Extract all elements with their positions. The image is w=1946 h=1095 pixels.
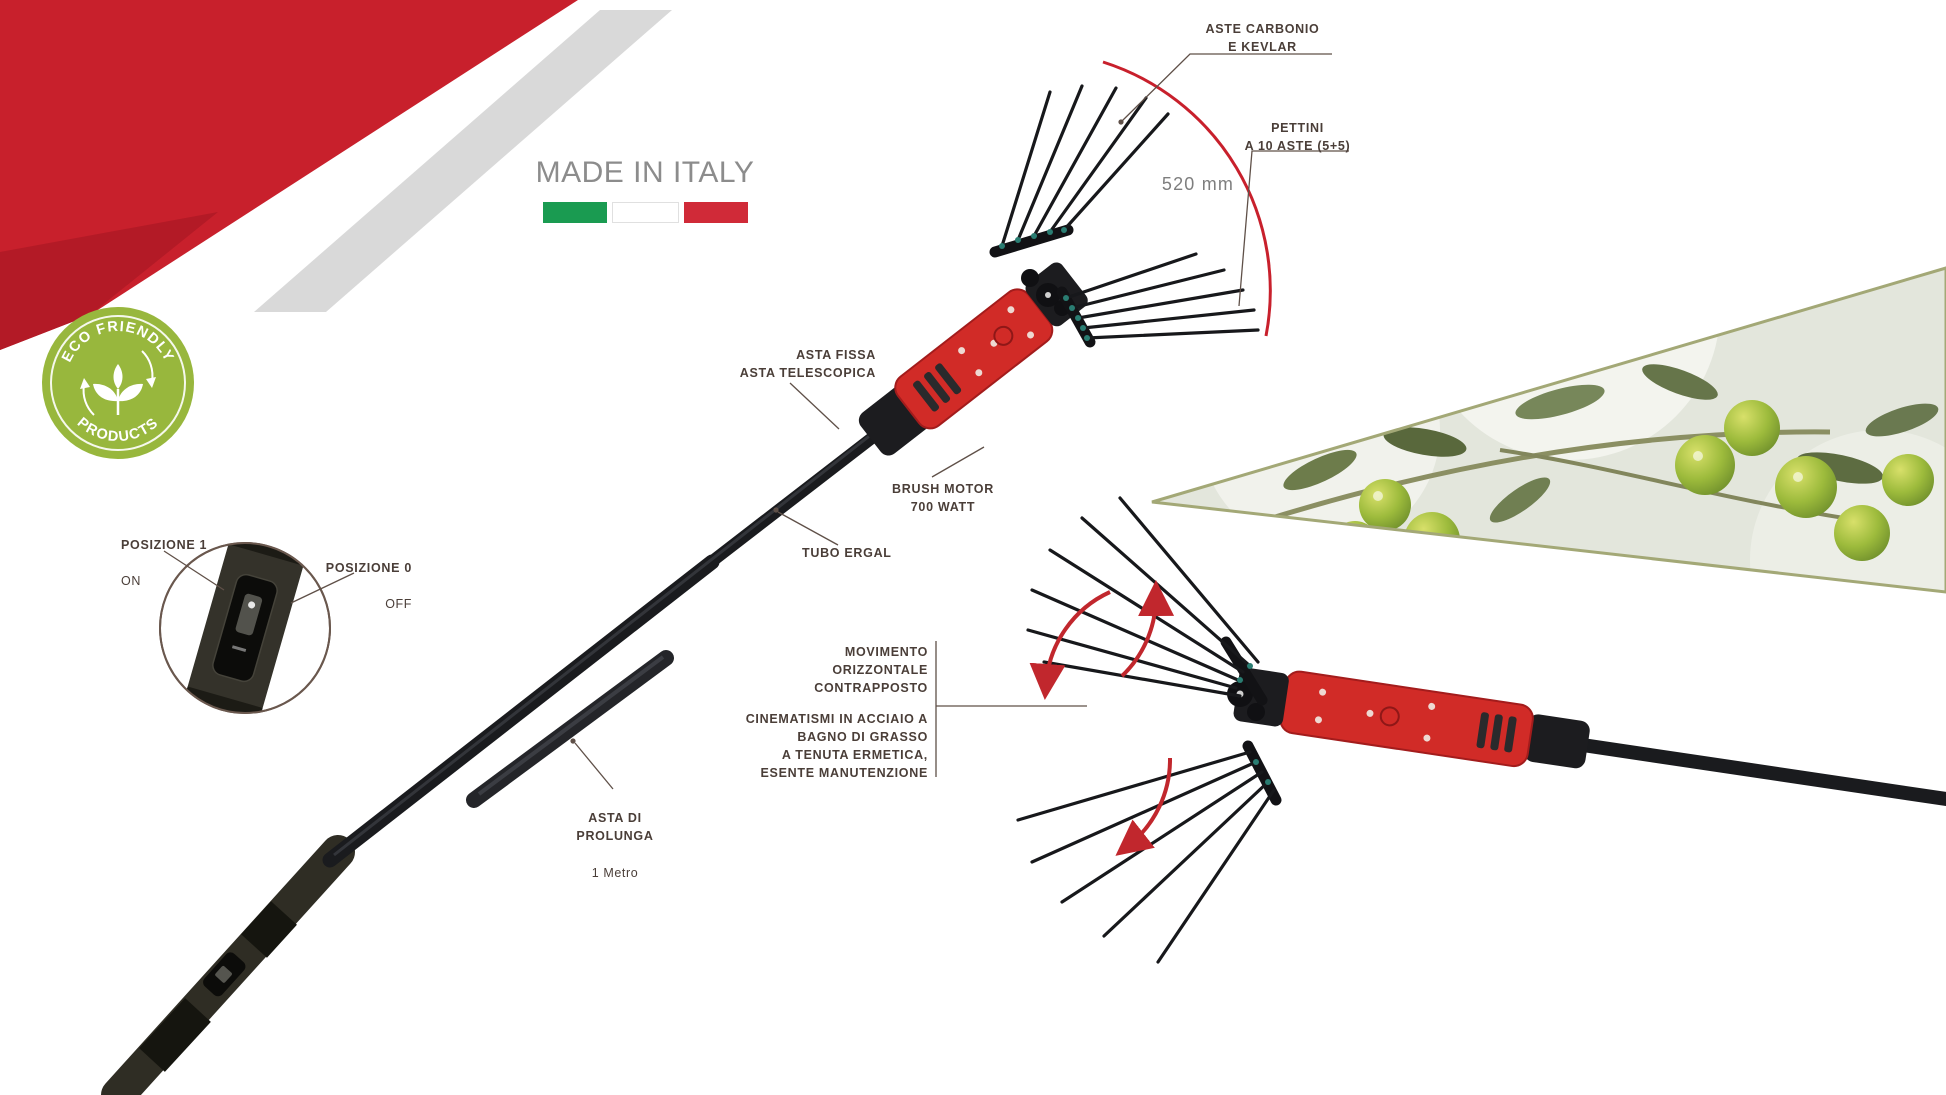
measure-label-520mm: 520 mm <box>1161 174 1235 194</box>
harvester-main-illustration <box>101 60 1272 1095</box>
corner-banner <box>0 0 672 350</box>
callout-asta-prolunga: ASTA DI PROLUNGA 1 Metro <box>550 791 680 900</box>
leader-lines <box>163 53 1349 790</box>
pole-upper-section <box>700 418 896 572</box>
posizione-1-label: POSIZIONE 1 <box>121 538 208 553</box>
motor-housing <box>894 288 1054 430</box>
power-switch <box>235 593 263 636</box>
callout-tubo-ergal: TUBO ERGAL <box>802 546 892 560</box>
flag-white-stripe <box>612 202 679 223</box>
callout-cinematismi: CINEMATISMI IN ACCIAIO A BAGNO DI GRASSO… <box>745 712 928 781</box>
posizione-0-label: POSIZIONE 0 <box>325 561 412 576</box>
posizione-0-value: OFF <box>385 597 412 612</box>
asta-prolunga-value: 1 Metro <box>591 865 639 880</box>
italian-flag <box>543 202 748 223</box>
handle-switch <box>203 952 246 997</box>
callout-movimento: MOVIMENTO ORIZZONTALE CONTRAPPOSTO <box>814 645 928 696</box>
motion-arrow-lower <box>1115 757 1173 856</box>
motion-arrows <box>1029 580 1175 856</box>
sprout-icon <box>80 350 156 416</box>
callout-posizione-1: POSIZIONE 1 ON <box>121 518 231 609</box>
red-banner-fold <box>0 212 218 350</box>
olive-photo-border <box>1151 266 1946 594</box>
detail-motor-head <box>1233 667 1590 769</box>
detail-lower-comb <box>1016 740 1282 964</box>
asta-prolunga-label: ASTA DI PROLUNGA <box>576 811 654 844</box>
lower-comb <box>1056 252 1260 348</box>
motion-arrow-down <box>1029 590 1111 700</box>
motion-arrow-up <box>1120 580 1175 678</box>
detail-upper-comb <box>1026 496 1268 706</box>
callout-posizione-0: POSIZIONE 0 OFF <box>312 541 412 632</box>
gray-stripe <box>254 10 672 312</box>
callout-asta-fissa: ASTA FISSA ASTA TELESCOPICA <box>739 348 876 381</box>
motor-head <box>858 262 1088 456</box>
flag-red-stripe <box>683 202 748 223</box>
detail-pole <box>1569 737 1946 806</box>
callout-brush-motor: BRUSH MOTOR 700 WATT <box>892 482 994 515</box>
flag-green-stripe <box>543 202 608 223</box>
callout-pettini: PETTINI A 10 ASTE (5+5) <box>1244 121 1351 154</box>
posizione-1-value: ON <box>121 574 141 589</box>
made-in-italy-label: MADE IN ITALY <box>535 156 755 189</box>
extension-pole-illustration <box>466 650 674 808</box>
callout-aste-carbonio: ASTE CARBONIO E KEVLAR <box>1205 22 1320 55</box>
harvester-head-detail-illustration <box>1016 496 1946 964</box>
pole-lower-section <box>322 554 720 868</box>
upper-comb <box>989 84 1170 258</box>
eco-friendly-badge: ECO FRIENDLY PRODUCTS <box>42 307 194 459</box>
measure-arc <box>1102 60 1272 337</box>
